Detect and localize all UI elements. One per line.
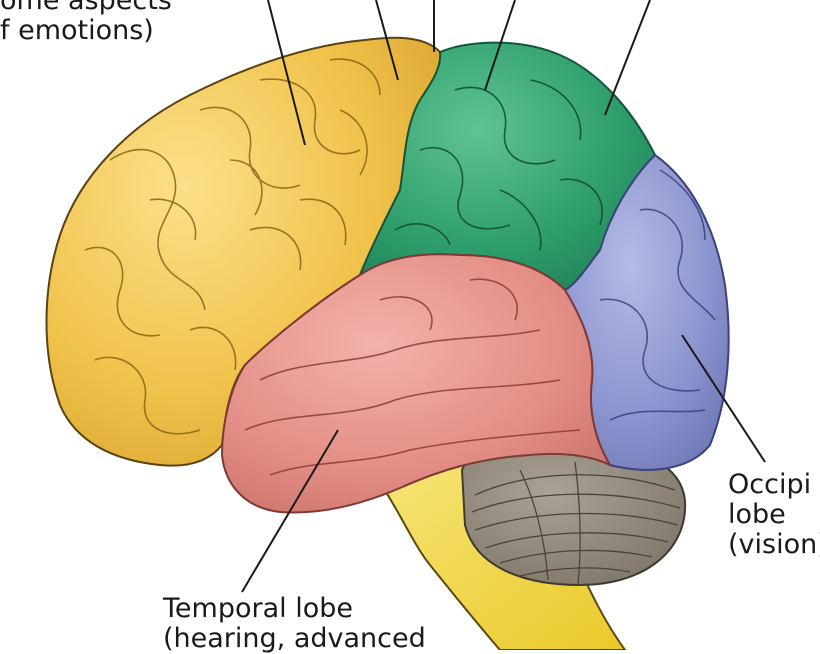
frontal-lobe-label-line1: ome aspects: [0, 0, 172, 16]
occipital-lobe-label-line2: lobe: [728, 499, 786, 530]
occipital-lobe-label-line3: (vision): [728, 529, 820, 560]
frontal-gyri: [84, 58, 381, 435]
temporal-lobe: [220, 253, 613, 514]
temporal-lobe-label-line1: Temporal lobe: [163, 593, 353, 624]
leader-line-frontal: [267, 0, 306, 146]
occipital-lobe-label: Occipi lobe (vision): [728, 470, 820, 560]
cerebellum-folia: [471, 461, 681, 585]
leader-line-upper-parietal: [604, 0, 651, 116]
leader-lines: [241, 0, 766, 593]
temporal-gyri: [244, 278, 581, 476]
leader-line-parietal: [484, 0, 516, 91]
parietal-gyri: [394, 79, 603, 251]
frontal-lobe-label: ome aspects f emotions): [0, 0, 172, 46]
leader-line-occipital: [681, 334, 766, 463]
frontal-lobe-label-line2: f emotions): [0, 15, 154, 46]
occipital-gyri: [599, 169, 716, 421]
occipital-lobe-label-line1: Occipi: [728, 469, 812, 500]
temporal-lobe-label: Temporal lobe (hearing, advanced: [163, 594, 426, 654]
leader-line-temporal: [241, 429, 339, 593]
temporal-lobe-label-line2: (hearing, advanced: [163, 623, 426, 654]
leader-line-premotor: [375, 0, 399, 81]
